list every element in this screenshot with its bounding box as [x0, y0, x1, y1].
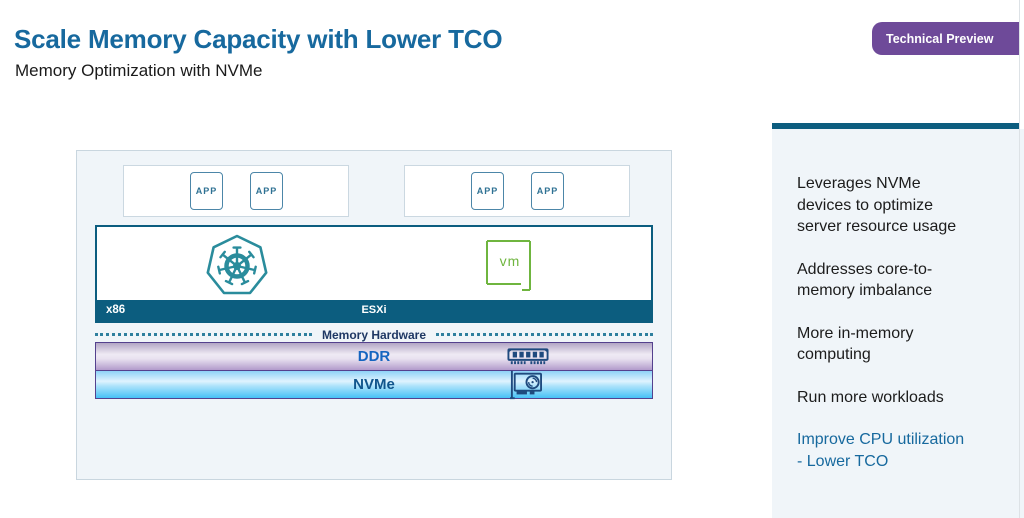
sidebar-item-in-memory-computing: More in-memory computing — [797, 324, 914, 364]
esxi-label: ESXi — [361, 304, 387, 316]
platform-bar: x86 ESXi — [97, 300, 651, 321]
ddr-layer: DDR — [95, 342, 653, 371]
slide-edge-divider — [1019, 0, 1020, 518]
dotted-line-left — [95, 333, 312, 336]
dotted-line-right — [436, 333, 654, 336]
vm-label: vm — [499, 253, 521, 269]
ddr-label: DDR — [357, 348, 391, 365]
sidebar-item-leverages-nvme: Leverages NVMe devices to optimize serve… — [797, 175, 957, 235]
page-subtitle: Memory Optimization with NVMe — [15, 61, 263, 80]
nvme-layer: NVMe — [95, 370, 653, 399]
architecture-diagram: APP APP APP APP — [76, 150, 672, 480]
vm-square-icon — [484, 238, 538, 296]
nvme-label: NVMe — [353, 376, 395, 393]
technical-preview-badge: Technical Preview — [872, 22, 1019, 55]
ram-module-icon — [507, 347, 549, 366]
nvme-card-icon — [507, 369, 545, 401]
kubernetes-helm-icon — [205, 233, 269, 297]
sidebar-item-run-more-workloads: Run more workloads — [797, 388, 944, 406]
sidebar-panel: Leverages NVMe devices to optimize serve… — [772, 129, 1024, 518]
x86-label: x86 — [106, 304, 126, 316]
app-group-left: APP APP — [123, 165, 349, 217]
app-group-right: APP APP — [404, 165, 630, 217]
app-box: APP — [470, 172, 504, 210]
sidebar-item-improve-cpu-utilization: Improve CPU utilization - Lower TCO — [797, 431, 965, 470]
app-box: APP — [189, 172, 223, 210]
sidebar-accent-line — [772, 123, 1020, 129]
memory-hardware-label: Memory Hardware — [321, 327, 427, 342]
page-title: Scale Memory Capacity with Lower TCO — [14, 24, 503, 54]
sidebar-item-core-to-memory: Addresses core-to- memory imbalance — [797, 260, 933, 300]
technical-preview-badge-label: Technical Preview — [886, 31, 994, 46]
memory-hardware-divider: Memory Hardware — [95, 327, 654, 342]
hypervisor-box: vm x86 ESXi — [95, 225, 653, 323]
app-box: APP — [249, 172, 283, 210]
app-box: APP — [530, 172, 564, 210]
